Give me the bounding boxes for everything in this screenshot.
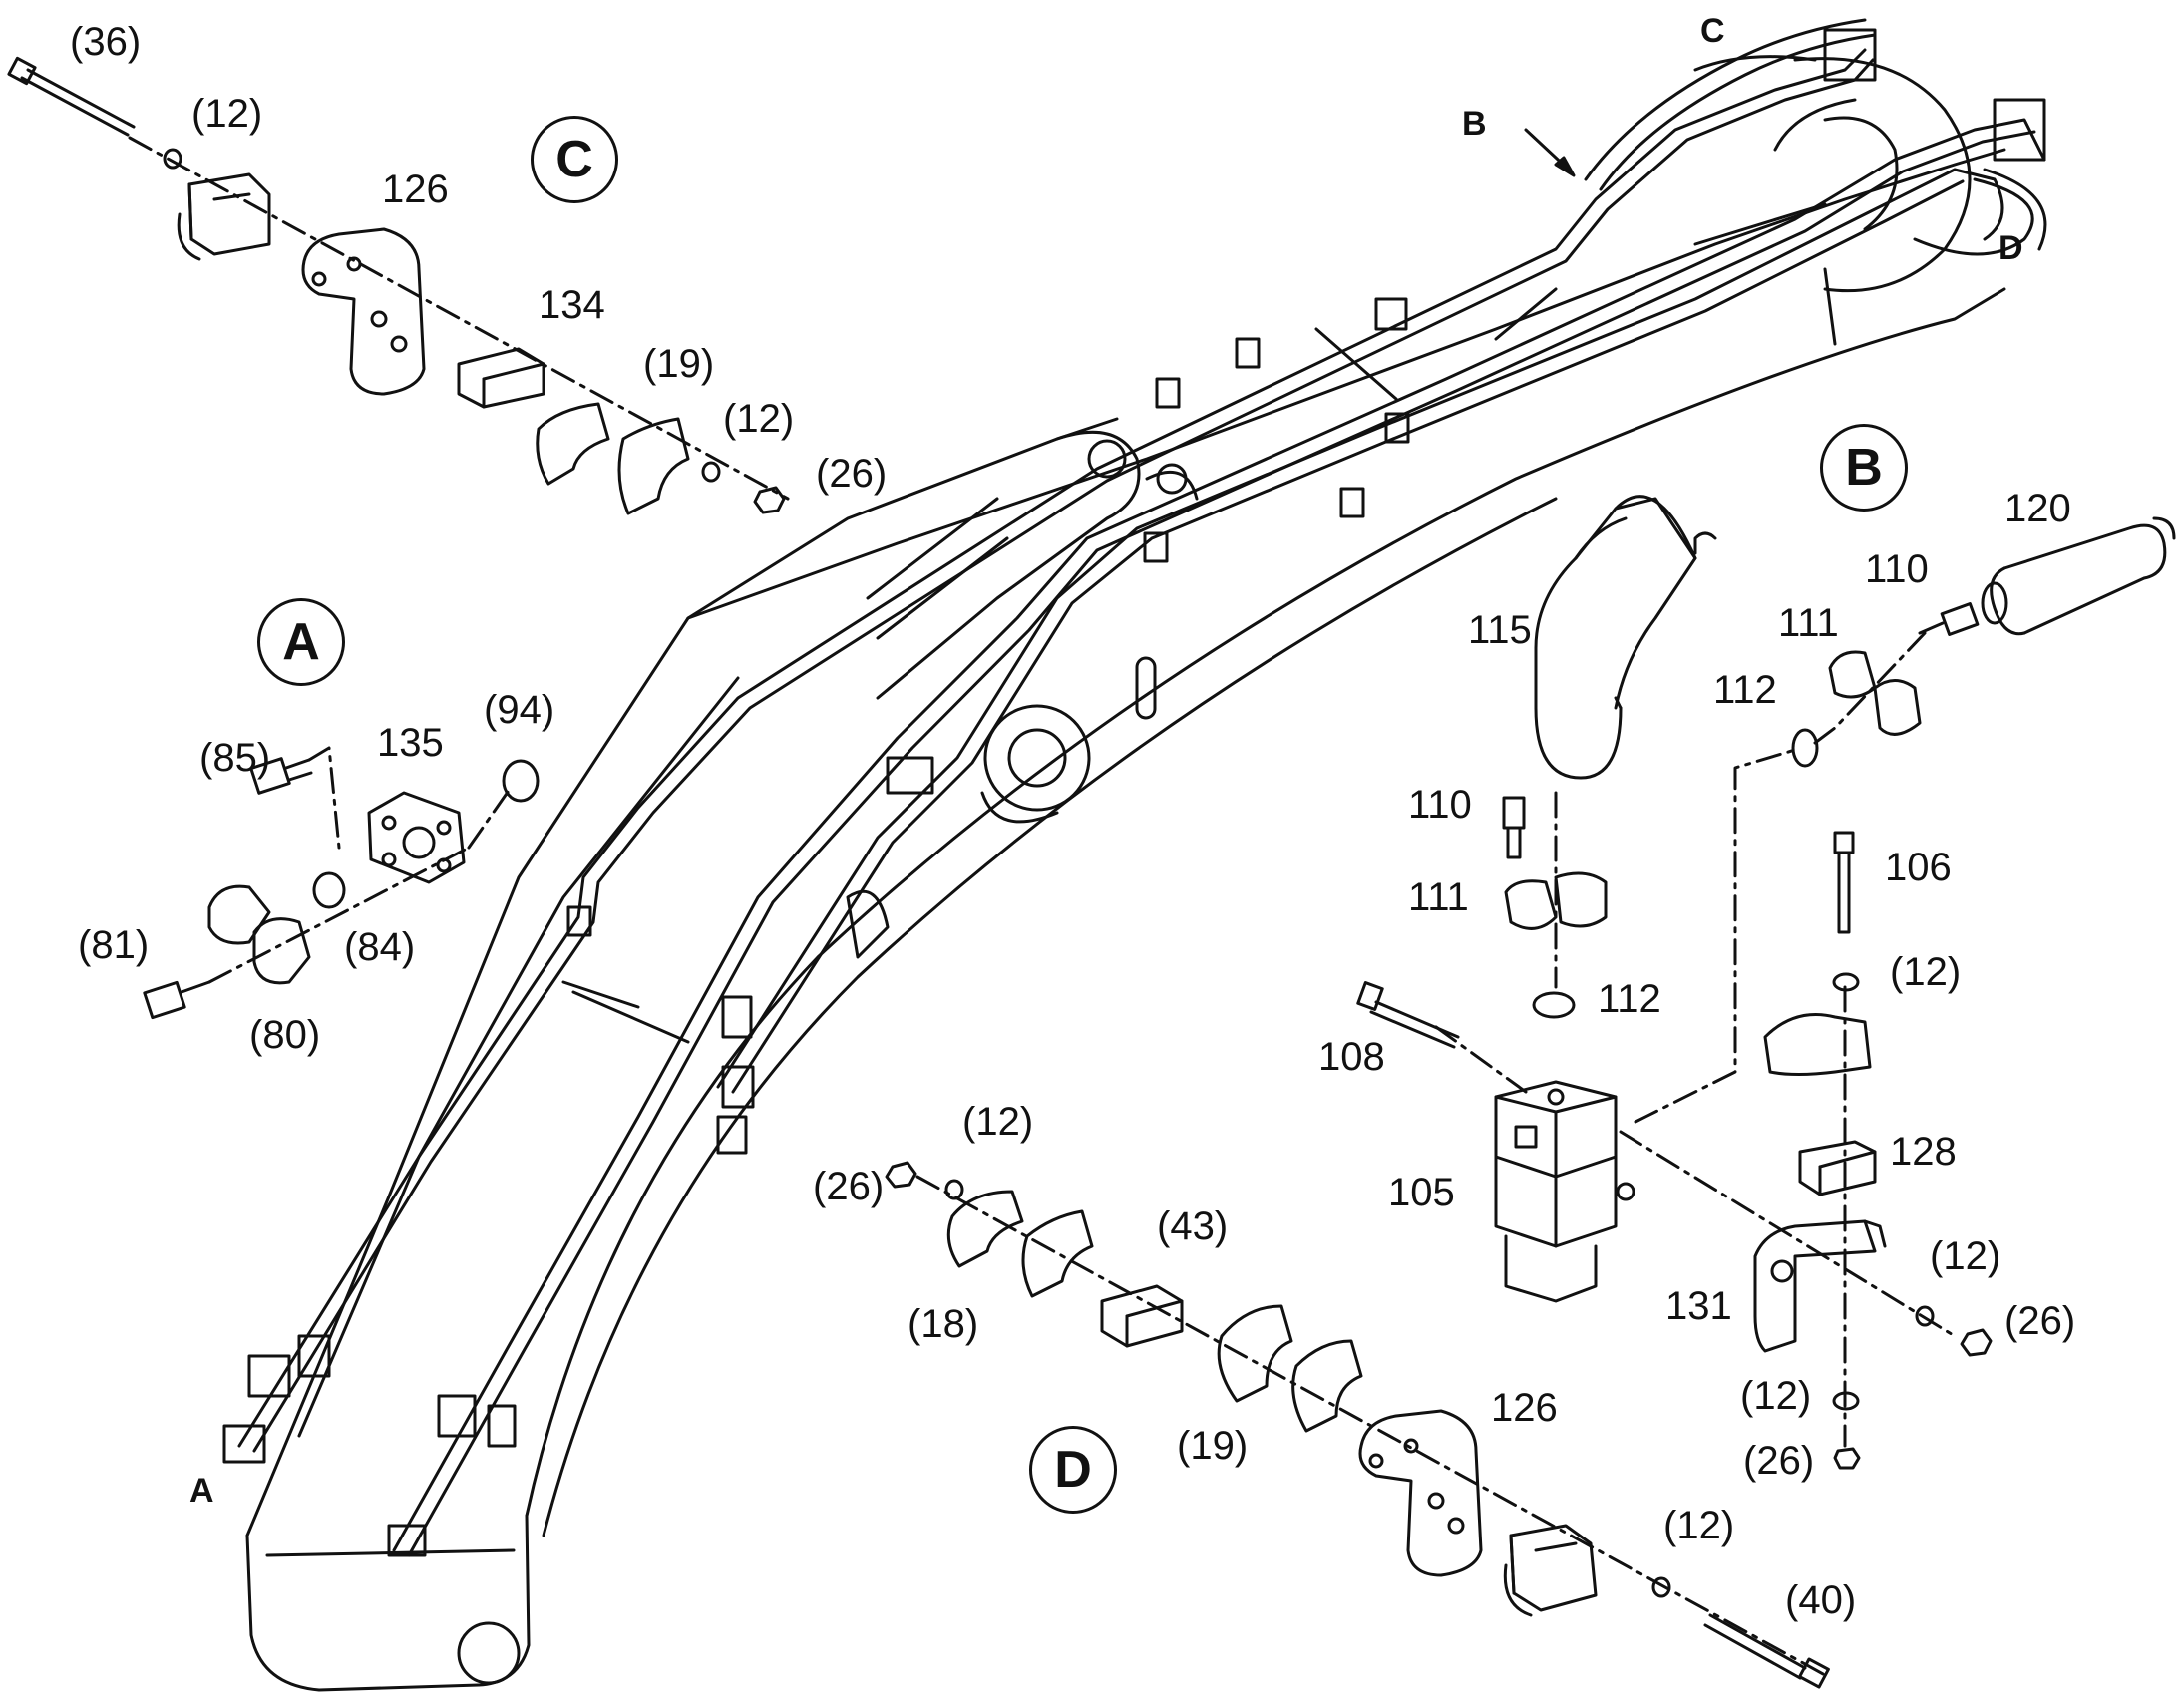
part-label: 120 <box>2004 487 2071 530</box>
detail-marker-c: C <box>531 116 618 203</box>
part-label: (19) <box>643 342 715 386</box>
part-label: (26) <box>2004 1299 2076 1343</box>
part-label: (12) <box>1890 950 1962 994</box>
hose-lines <box>237 18 2047 1557</box>
part-label: 112 <box>1713 668 1777 712</box>
part-label: (18) <box>908 1302 979 1346</box>
boom-letter-c: C <box>1700 12 1725 50</box>
part-label: 134 <box>539 283 605 327</box>
part-label: (12) <box>191 92 263 136</box>
part-label: 131 <box>1665 1284 1732 1328</box>
part-label: (80) <box>249 1013 321 1057</box>
part-label: (12) <box>962 1100 1034 1144</box>
part-label: 112 <box>1598 977 1661 1021</box>
part-label: (19) <box>1177 1424 1249 1468</box>
part-label: 135 <box>377 721 444 765</box>
part-label: (43) <box>1157 1204 1229 1248</box>
part-label: (40) <box>1785 1578 1857 1622</box>
part-label: 105 <box>1388 1171 1455 1214</box>
part-label: (81) <box>78 923 150 967</box>
part-label: (12) <box>1930 1234 2001 1278</box>
detail-c-parts <box>7 56 790 515</box>
part-label: (26) <box>816 452 888 496</box>
boom-letter-b: B <box>1462 105 1487 143</box>
part-label: (94) <box>484 688 555 732</box>
hose-clamps <box>222 28 2046 1557</box>
part-label: 126 <box>1491 1386 1558 1430</box>
part-label: (26) <box>813 1165 885 1208</box>
part-label: (84) <box>344 925 416 969</box>
detail-b-parts <box>1356 495 2176 1470</box>
part-label: 115 <box>1468 608 1532 652</box>
detail-d-parts <box>885 1161 1830 1689</box>
part-label: 126 <box>382 168 449 211</box>
part-label: (26) <box>1743 1439 1815 1483</box>
detail-a-parts <box>143 746 540 1020</box>
detail-marker-d: D <box>1029 1426 1117 1514</box>
part-label: 111 <box>1778 601 1839 645</box>
part-label: (12) <box>1663 1504 1735 1547</box>
part-label: (12) <box>723 397 795 441</box>
boom-letter-a: A <box>189 1472 214 1510</box>
part-label: 110 <box>1865 547 1929 591</box>
boom-letter-d: D <box>1998 229 2023 267</box>
part-label: 106 <box>1885 846 1952 889</box>
detail-marker-b: B <box>1820 424 1908 512</box>
detail-marker-a: A <box>257 598 345 686</box>
part-label: 128 <box>1890 1130 1957 1174</box>
part-label: (85) <box>199 736 271 780</box>
part-label: (12) <box>1740 1374 1812 1418</box>
part-label: 108 <box>1318 1035 1385 1079</box>
part-label: (36) <box>70 20 142 64</box>
part-label: 111 <box>1408 875 1469 919</box>
part-label: 110 <box>1408 783 1472 827</box>
